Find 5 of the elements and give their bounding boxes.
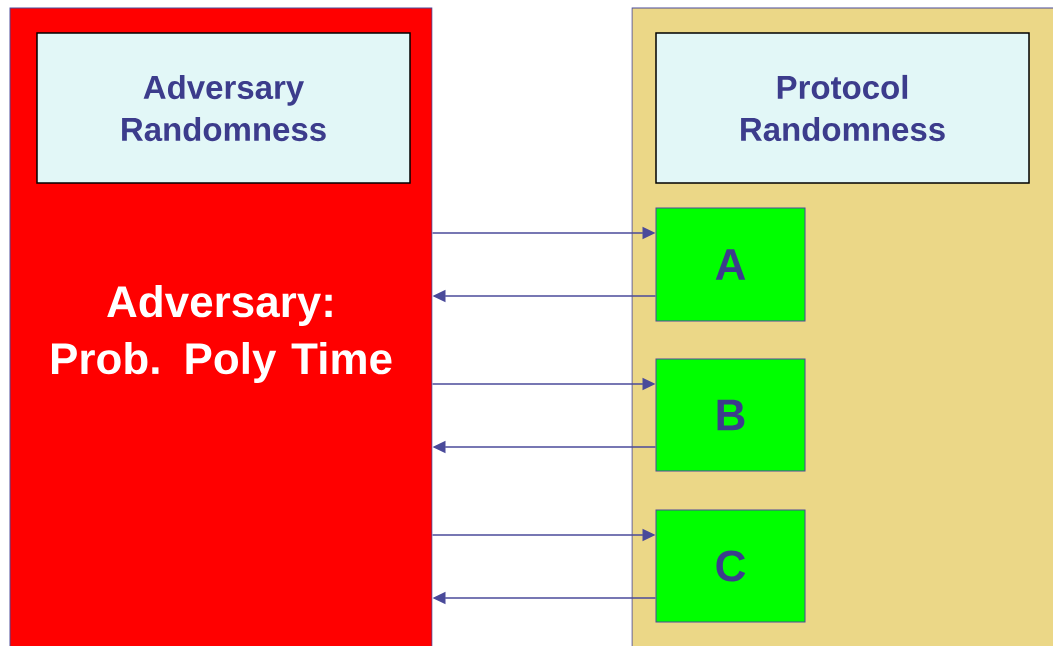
randomness-box: Adversary Randomness	[36, 32, 411, 184]
party-box: A	[655, 207, 806, 322]
randomness-box: Protocol Randomness	[655, 32, 1030, 184]
party-box: B	[655, 358, 806, 472]
party-box: C	[655, 509, 806, 623]
